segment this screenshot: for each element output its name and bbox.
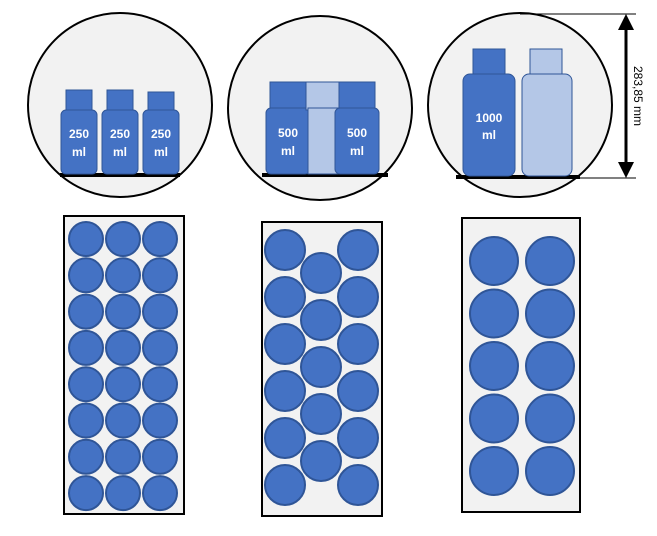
- panel-250ml: 250 ml 250 ml 250 ml: [27, 12, 213, 515]
- bottle-body: [307, 107, 339, 175]
- tray-bottle-grid: [68, 221, 178, 512]
- dimension-arrow-down-icon: [618, 162, 634, 178]
- bottle-unit-label: ml: [72, 145, 86, 159]
- bottle-500ml: 500 ml: [334, 81, 380, 175]
- panel-1000ml: 1000 ml 283,85 mm: [427, 12, 645, 513]
- bottle-footprint-circle: [469, 446, 519, 496]
- bottle-footprint-circle: [142, 366, 178, 403]
- bottle-footprint-circle: [264, 276, 306, 318]
- bottle-unit-label: ml: [482, 128, 496, 142]
- bottle-footprint-circle: [68, 475, 104, 512]
- bottle-volume-label: 250: [151, 127, 171, 141]
- bottle-unit-label: ml: [281, 144, 295, 158]
- bottle-footprint-circle: [300, 299, 342, 341]
- bottle-footprint-circle: [525, 288, 575, 339]
- bottle-body: [265, 107, 311, 175]
- bottle-footprint-circle: [337, 276, 379, 318]
- bottle-body: [334, 107, 380, 175]
- bottle-footprint-circle: [142, 475, 178, 512]
- bottle-cap: [65, 89, 93, 113]
- bottle-volume-label: 500: [278, 126, 298, 140]
- bottle-footprint-circle: [300, 393, 342, 435]
- bottle-body: [101, 109, 139, 175]
- tray-bottle-grid: [469, 236, 575, 496]
- bottle-footprint-circle: [68, 402, 104, 439]
- bottle-body: [521, 73, 573, 177]
- bottle-footprint-circle: [105, 329, 141, 366]
- dimension-arrow-up-icon: [618, 14, 634, 30]
- bottle-footprint-circle: [525, 236, 575, 286]
- bottle-footprint-circle: [525, 446, 575, 496]
- bottle-footprint-circle: [142, 293, 178, 330]
- bottle-footprint-circle: [105, 257, 141, 294]
- bottle-footprint-circle: [300, 252, 342, 294]
- bottle-footprint-circle: [105, 438, 141, 475]
- bottle-empty: [521, 48, 573, 177]
- bottle-footprint-circle: [105, 402, 141, 439]
- bottle-footprint-circle: [105, 293, 141, 330]
- bottle-footprint-circle: [469, 393, 519, 444]
- bottle-cap: [106, 89, 134, 113]
- bottle-footprint-circle: [337, 323, 379, 365]
- bottle-footprint-circle: [142, 402, 178, 439]
- bottle-500ml: 500 ml: [265, 81, 311, 175]
- bottle-footprint-circle: [469, 236, 519, 286]
- bottle-unit-label: ml: [113, 145, 127, 159]
- bottle-footprint-circle: [264, 417, 306, 459]
- bottle-footprint-circle: [68, 329, 104, 366]
- bottle-unit-label: ml: [154, 145, 168, 159]
- bottle-view-circle: [427, 12, 613, 198]
- bottle-cap: [305, 81, 341, 111]
- bottle-footprint-circle: [337, 370, 379, 412]
- bottle-footprint-circle: [264, 370, 306, 412]
- bottle-footprint-circle: [337, 417, 379, 459]
- bottle-footprint-circle: [105, 221, 141, 257]
- bottle-250ml: 250 ml: [60, 89, 98, 175]
- bottle-footprint-circle: [300, 346, 342, 388]
- bottle-body: [142, 109, 180, 175]
- bottle-cap: [269, 81, 307, 111]
- bottle-footprint-circle: [68, 257, 104, 294]
- bottle-footprint-circle: [300, 440, 342, 482]
- bottle-volume-label: 250: [110, 127, 130, 141]
- bottle-footprint-circle: [142, 221, 178, 257]
- bottle-cap: [529, 48, 563, 76]
- bottle-footprint-circle: [68, 293, 104, 330]
- bottle-1000ml: 1000 ml: [462, 48, 516, 177]
- bottle-cap: [472, 48, 506, 76]
- bottle-250ml: 250 ml: [142, 91, 180, 175]
- bottle-250ml: 250 ml: [101, 89, 139, 175]
- bottle-footprint-circle: [142, 257, 178, 294]
- bottle-footprint-circle: [68, 366, 104, 403]
- bottle-footprint-circle: [105, 366, 141, 403]
- bottle-footprint-circle: [337, 464, 379, 506]
- bottle-cap: [147, 91, 175, 113]
- bottle-footprint-circle: [469, 341, 519, 391]
- bottle-footprint-circle: [469, 288, 519, 339]
- bottle-unit-label: ml: [350, 144, 364, 158]
- bottle-body: [60, 109, 98, 175]
- bottle-footprint-circle: [142, 329, 178, 366]
- bottle-volume-label: 500: [347, 126, 367, 140]
- bottle-empty: [305, 81, 341, 175]
- bottle-footprint-circle: [264, 229, 306, 271]
- bottle-footprint-circle: [68, 438, 104, 475]
- bottle-volume-label: 1000: [476, 111, 503, 125]
- bottle-footprint-circle: [264, 464, 306, 506]
- bottle-cap: [338, 81, 376, 111]
- dimension-label: 283,85 mm: [631, 66, 645, 126]
- bottle-footprint-circle: [68, 221, 104, 257]
- panel-500ml: 500 ml 500 ml: [227, 15, 413, 517]
- bottle-footprint-circle: [337, 229, 379, 271]
- tray-bottle-grid: [264, 229, 379, 506]
- bottle-footprint-circle: [264, 323, 306, 365]
- bottle-footprint-circle: [525, 341, 575, 391]
- bottle-footprint-circle: [105, 475, 141, 512]
- bottle-footprint-circle: [142, 438, 178, 475]
- bottle-volume-label: 250: [69, 127, 89, 141]
- bottle-body: [462, 73, 516, 177]
- bottle-footprint-circle: [525, 393, 575, 444]
